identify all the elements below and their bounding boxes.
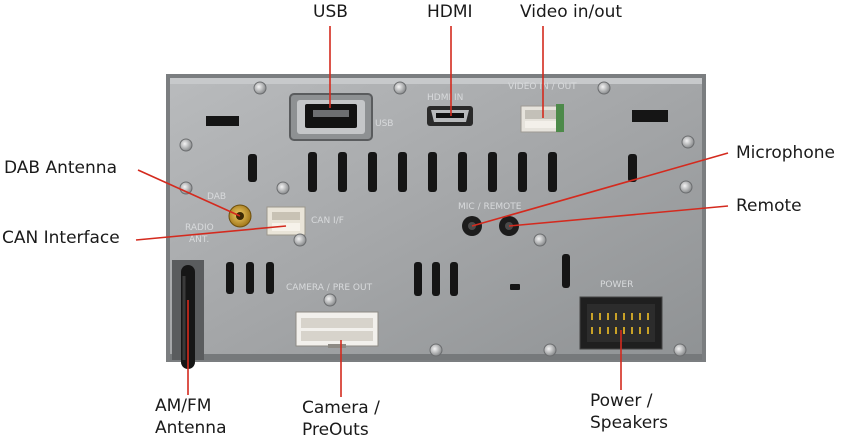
radio-panel-label-1: RADIO	[185, 223, 214, 233]
radio-panel-label-2: ANT.	[189, 235, 209, 245]
can-callout: CAN Interface	[2, 228, 120, 248]
power-callout-line1: Power /	[590, 391, 653, 411]
video-port[interactable]	[520, 104, 564, 133]
mic-remote-panel-label: MIC / REMOTE	[458, 202, 522, 212]
amfm-callout-line2: Antenna	[155, 418, 227, 438]
power-panel-label: POWER	[600, 280, 633, 290]
remote-callout: Remote	[736, 196, 802, 216]
camera-preout-port[interactable]	[295, 311, 379, 348]
microphone-leader	[471, 152, 729, 227]
vent-row-lower	[226, 254, 570, 296]
camera-panel-label: CAMERA / PRE OUT	[286, 283, 373, 293]
usb-callout: USB	[313, 2, 348, 22]
video-callout: Video in/out	[520, 2, 623, 22]
microphone-callout: Microphone	[736, 143, 835, 163]
camera-callout-line1: Camera /	[302, 398, 380, 418]
can-leader	[135, 225, 287, 241]
can-panel-label: CAN I/F	[311, 216, 344, 226]
power-callout-line2: Speakers	[590, 413, 669, 433]
power-speaker-port[interactable]	[579, 296, 663, 350]
usb-panel-label: USB	[375, 119, 393, 129]
leader-lines	[135, 26, 729, 397]
hdmi-port[interactable]	[427, 106, 473, 126]
amfm-callout-line1: AM/FM	[155, 396, 212, 416]
hdmi-callout: HDMI	[427, 2, 473, 22]
usb-port[interactable]	[289, 93, 373, 141]
vent-row-upper	[248, 152, 637, 192]
mount-slot-left	[206, 116, 239, 126]
mount-slot-right	[632, 110, 668, 122]
dab-panel-label: DAB	[207, 192, 226, 202]
screws	[179, 81, 695, 357]
can-interface-port[interactable]	[266, 206, 306, 236]
camera-callout-line2: PreOuts	[302, 420, 369, 440]
dab-callout: DAB Antenna	[4, 158, 117, 178]
remote-leader	[508, 205, 729, 227]
dab-leader	[137, 169, 241, 217]
hdmi-panel-label: HDMI IN	[427, 93, 463, 103]
